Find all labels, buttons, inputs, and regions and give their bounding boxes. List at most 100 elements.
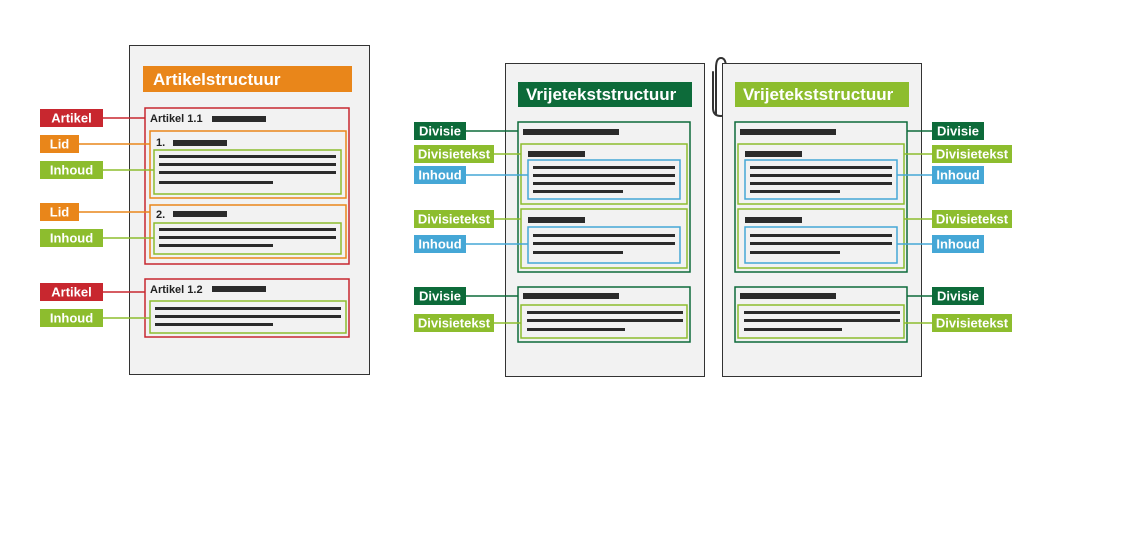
divisietekst-1-box [737, 143, 905, 205]
text-line [533, 166, 675, 169]
text-line [527, 311, 683, 314]
label-artikel-1: Artikel [40, 109, 145, 127]
label-inhoud-1: Inhoud [897, 166, 984, 184]
text-line [533, 251, 623, 254]
divisietekst-title-bar [745, 151, 802, 157]
label-divisietekst-3: Divisietekst [904, 314, 1012, 332]
artikel-1-box [144, 107, 350, 265]
label-divisie-2: Divisie [414, 287, 518, 305]
artikel-2-title-bar [212, 286, 266, 292]
svg-text:Divisietekst: Divisietekst [936, 212, 1009, 227]
artikel-2-heading: Artikel 1.2 [150, 284, 203, 296]
label-inhoud-1: Inhoud [414, 166, 528, 184]
lid-2-number: 2. [156, 209, 165, 221]
left-title-banner [143, 66, 352, 92]
label-divisie-2: Divisie [907, 287, 984, 305]
divisietekst-3-box [520, 304, 688, 339]
label-divisie-1: Divisie [414, 122, 518, 140]
text-line [750, 234, 892, 237]
svg-text:Inhoud: Inhoud [418, 237, 461, 252]
label-divisietekst-1: Divisietekst [904, 145, 1012, 163]
label-inhoud-1: Inhoud [40, 161, 154, 179]
text-line [750, 242, 892, 245]
label-artikel-2: Artikel [40, 283, 145, 301]
svg-text:Divisietekst: Divisietekst [418, 147, 491, 162]
label-inhoud-2: Inhoud [897, 235, 984, 253]
lid-1-number: 1. [156, 137, 165, 149]
inhoud-2-box [527, 226, 681, 264]
label-lid-1: Lid [40, 135, 150, 153]
svg-text:Divisietekst: Divisietekst [418, 212, 491, 227]
svg-text:Artikel: Artikel [51, 111, 91, 126]
divisietekst-2-box [737, 208, 905, 269]
text-line [533, 182, 675, 185]
svg-text:Divisietekst: Divisietekst [418, 316, 491, 331]
right-title-banner [735, 82, 909, 107]
text-line [159, 155, 336, 158]
lid-2-box [149, 204, 347, 259]
divisietekst-title-bar [528, 151, 585, 157]
text-line [750, 251, 840, 254]
text-line [159, 236, 336, 239]
label-inhoud-3: Inhoud [40, 309, 150, 327]
text-line [750, 174, 892, 177]
text-line [155, 315, 341, 318]
text-line [533, 190, 623, 193]
middle-title-banner [518, 82, 692, 107]
text-line [744, 319, 900, 322]
text-line [750, 166, 892, 169]
text-line [155, 307, 341, 310]
svg-text:Divisietekst: Divisietekst [936, 147, 1009, 162]
divisietekst-title-bar [745, 217, 802, 223]
divisie-title-bar [740, 293, 836, 299]
left-title: Artikelstructuur [153, 70, 281, 89]
svg-text:Divisietekst: Divisietekst [936, 316, 1009, 331]
artikel-2-box [144, 278, 350, 338]
lid-1-title-bar [173, 140, 227, 146]
text-line [744, 311, 900, 314]
text-line [527, 319, 683, 322]
svg-text:Inhoud: Inhoud [936, 237, 979, 252]
svg-text:Artikel: Artikel [51, 285, 91, 300]
text-line [527, 328, 625, 331]
divisie-title-bar [740, 129, 836, 135]
inhoud-3-box [149, 300, 347, 334]
text-line [159, 163, 336, 166]
text-line [159, 181, 273, 184]
text-line [159, 244, 273, 247]
label-divisietekst-1: Divisietekst [414, 145, 521, 163]
divisietekst-title-bar [528, 217, 585, 223]
inhoud-1-box [153, 149, 342, 195]
svg-text:Inhoud: Inhoud [418, 168, 461, 183]
divisietekst-3-box [737, 304, 905, 339]
divisie-title-bar [523, 293, 619, 299]
divisie-2-box [734, 286, 908, 343]
svg-text:Inhoud: Inhoud [50, 311, 93, 326]
svg-text:Inhoud: Inhoud [50, 231, 93, 246]
text-line [155, 323, 273, 326]
svg-text:Divisie: Divisie [937, 289, 979, 304]
svg-text:Inhoud: Inhoud [50, 163, 93, 178]
svg-text:Divisie: Divisie [419, 124, 461, 139]
right-document: Vrijetekststructuur Divisie [722, 63, 1012, 377]
label-divisietekst-2: Divisietekst [904, 210, 1012, 228]
lid-2-title-bar [173, 211, 227, 217]
inhoud-1-box [744, 159, 898, 200]
divisie-2-box [517, 286, 691, 343]
left-page [129, 45, 370, 375]
text-line [533, 174, 675, 177]
artikel-1-title-bar [212, 116, 266, 122]
label-lid-2: Lid [40, 203, 150, 221]
svg-text:Divisie: Divisie [937, 124, 979, 139]
divisie-title-bar [523, 129, 619, 135]
text-line [533, 234, 675, 237]
label-divisietekst-2: Divisietekst [414, 210, 521, 228]
text-line [159, 228, 336, 231]
text-line [750, 182, 892, 185]
right-title: Vrijetekststructuur [743, 85, 894, 104]
svg-text:Lid: Lid [50, 205, 70, 220]
text-line [744, 328, 842, 331]
left-document: Artikelstructuur Artikel 1.1 1. 2. Artik… [40, 45, 370, 375]
text-line [533, 242, 675, 245]
